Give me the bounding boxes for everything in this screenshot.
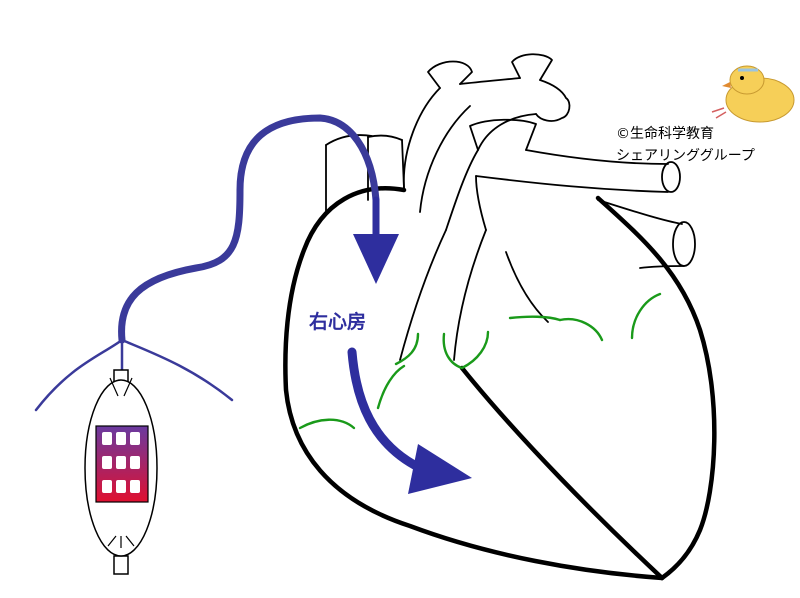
- curved-arrow: [347, 347, 472, 494]
- heart: [283, 53, 717, 581]
- down-arrow: [353, 196, 399, 284]
- aorta: [402, 53, 571, 231]
- chamber-walls: [399, 229, 549, 361]
- right-atrium-label: 右心房: [308, 310, 366, 333]
- lead-wire-thick: [118, 114, 380, 344]
- pulmonary-artery: [469, 118, 696, 269]
- pacemaker-device-icon: [84, 369, 158, 575]
- copyright-line-1: ©生命科学教育: [616, 125, 714, 142]
- lead-wire-thin: [34, 338, 234, 432]
- pacemaker-lead: [34, 114, 380, 432]
- heart-outline: [283, 186, 717, 581]
- heart-valves: [298, 292, 662, 430]
- blood-flow-arrows: [347, 196, 472, 494]
- chick-icon: [711, 65, 795, 123]
- copyright-line-2: シェアリンググループ: [616, 148, 755, 164]
